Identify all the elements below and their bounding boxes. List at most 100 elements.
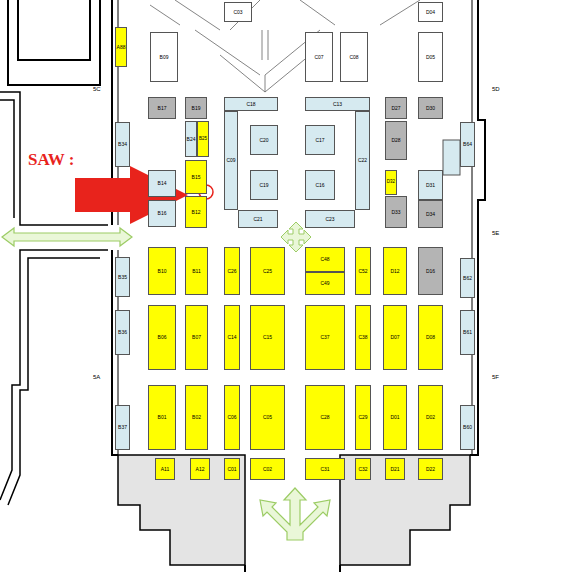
booth-number: D21 — [390, 467, 399, 472]
exhibition-booth: D08 — [418, 305, 443, 370]
zone-label: 5E — [492, 230, 499, 236]
exhibition-booth: B15 — [185, 160, 207, 194]
exhibition-booth: B02 — [185, 385, 208, 450]
booth-number: C26 — [227, 269, 236, 274]
booth-number: C38 — [358, 335, 367, 340]
exhibition-booth: C17 — [305, 125, 335, 155]
booth-number: B34 — [118, 142, 127, 147]
exhibition-booth: D22 — [418, 458, 443, 480]
zone-label: 5C — [93, 86, 101, 92]
map-callout: SAW : — [28, 150, 74, 170]
exhibition-booth: C13 — [305, 97, 370, 111]
booth-number: D30 — [426, 106, 435, 111]
exhibition-booth: C32 — [355, 458, 371, 480]
exhibition-booth: C02 — [250, 458, 285, 480]
booth-number: C48 — [320, 257, 329, 262]
exhibition-booth: B09 — [150, 32, 178, 82]
booth-number: C49 — [320, 281, 329, 286]
exhibition-booth: D05 — [418, 32, 443, 82]
exhibition-booth: C20 — [250, 125, 278, 155]
exhibition-booth: A12 — [190, 458, 210, 480]
booth-number: C02 — [263, 467, 272, 472]
exhibition-booth: C18 — [224, 97, 278, 111]
exhibition-booth: B10 — [148, 247, 176, 295]
booth-number: C21 — [253, 217, 262, 222]
booth-number: D31 — [426, 183, 435, 188]
exhibition-booth: D34 — [418, 200, 443, 228]
booth-number: B62 — [463, 276, 472, 281]
booth-number: B19 — [192, 106, 201, 111]
exhibition-booth: C15 — [250, 305, 285, 370]
exhibition-booth: C03 — [224, 2, 252, 22]
booth-number: C14 — [227, 335, 236, 340]
booth-number: D27 — [391, 106, 400, 111]
booth-number: C15 — [263, 335, 272, 340]
exhibition-booth: B11 — [185, 247, 208, 295]
booth-number: B64 — [463, 142, 472, 147]
exhibition-booth: D30 — [418, 97, 443, 119]
exhibition-booth: B62 — [460, 258, 475, 298]
exhibition-booth: C29 — [355, 385, 371, 450]
exhibition-booth: B19 — [185, 97, 207, 119]
booth-number: B36 — [118, 330, 127, 335]
exhibition-booth: C28 — [305, 385, 345, 450]
zone-label: 5F — [492, 374, 499, 380]
booth-number: C05 — [263, 415, 272, 420]
exhibition-booth: D16 — [418, 247, 443, 295]
booth-number: B01 — [158, 415, 167, 420]
booth-number: D22 — [426, 467, 435, 472]
exhibition-booth: C06 — [224, 385, 240, 450]
exhibition-booth: B24 — [185, 121, 197, 157]
exhibition-booth: C49 — [305, 272, 345, 295]
booth-number: B06 — [158, 335, 167, 340]
booth-number: B61 — [463, 330, 472, 335]
exhibition-booth: C48 — [305, 247, 345, 272]
exhibition-booth: C26 — [224, 247, 240, 295]
booth-number: C20 — [259, 138, 268, 143]
booth-number: B24 — [187, 137, 196, 142]
exhibition-booth: C19 — [250, 170, 278, 200]
booth-number: B35 — [118, 275, 127, 280]
booth-number: B16 — [158, 211, 167, 216]
booth-number: D02 — [426, 415, 435, 420]
exhibition-booth: D32 — [385, 170, 397, 195]
exhibition-booth: C07 — [305, 32, 333, 82]
booth-number: C03 — [233, 10, 242, 15]
exhibition-booth: B36 — [115, 310, 130, 355]
booth-number: D01 — [390, 415, 399, 420]
booth-number: B07 — [192, 335, 201, 340]
exhibition-booth: D31 — [418, 170, 443, 200]
exhibition-booth: B16 — [148, 200, 176, 227]
exhibition-booth: C25 — [250, 247, 285, 295]
exhibition-booth: B64 — [460, 122, 475, 167]
booth-number: D04 — [426, 10, 435, 15]
exhibition-booth: D33 — [385, 196, 407, 228]
exhibition-booth: B37 — [115, 405, 130, 450]
booth-number: B12 — [192, 210, 201, 215]
booth-number: C23 — [325, 217, 334, 222]
booth-number: C13 — [333, 102, 342, 107]
booth-number: A12 — [196, 467, 205, 472]
exhibition-booth: D12 — [383, 247, 407, 295]
exhibition-booth: C37 — [305, 305, 345, 370]
exhibition-booth: C22 — [355, 111, 370, 210]
booth-number: D07 — [390, 335, 399, 340]
booth-number: D12 — [390, 269, 399, 274]
exhibition-booth: C01 — [224, 458, 240, 480]
exhibition-booth: C23 — [305, 210, 355, 228]
exhibition-booth: B25 — [197, 121, 209, 157]
booth-number: B14 — [158, 181, 167, 186]
exhibition-booth: D04 — [418, 2, 443, 22]
booth-number: C19 — [259, 183, 268, 188]
booth-number: C07 — [314, 55, 323, 60]
booth-number: C28 — [320, 415, 329, 420]
exhibition-booth: B34 — [115, 122, 130, 167]
booth-number: C32 — [358, 467, 367, 472]
booth-number: C09 — [226, 158, 235, 163]
exhibition-booth: C52 — [355, 247, 371, 295]
exhibition-booth: D21 — [385, 458, 405, 480]
booth-number: D34 — [426, 212, 435, 217]
booth-number: C18 — [246, 102, 255, 107]
booth-number: B02 — [192, 415, 201, 420]
booth-number: B17 — [158, 106, 167, 111]
